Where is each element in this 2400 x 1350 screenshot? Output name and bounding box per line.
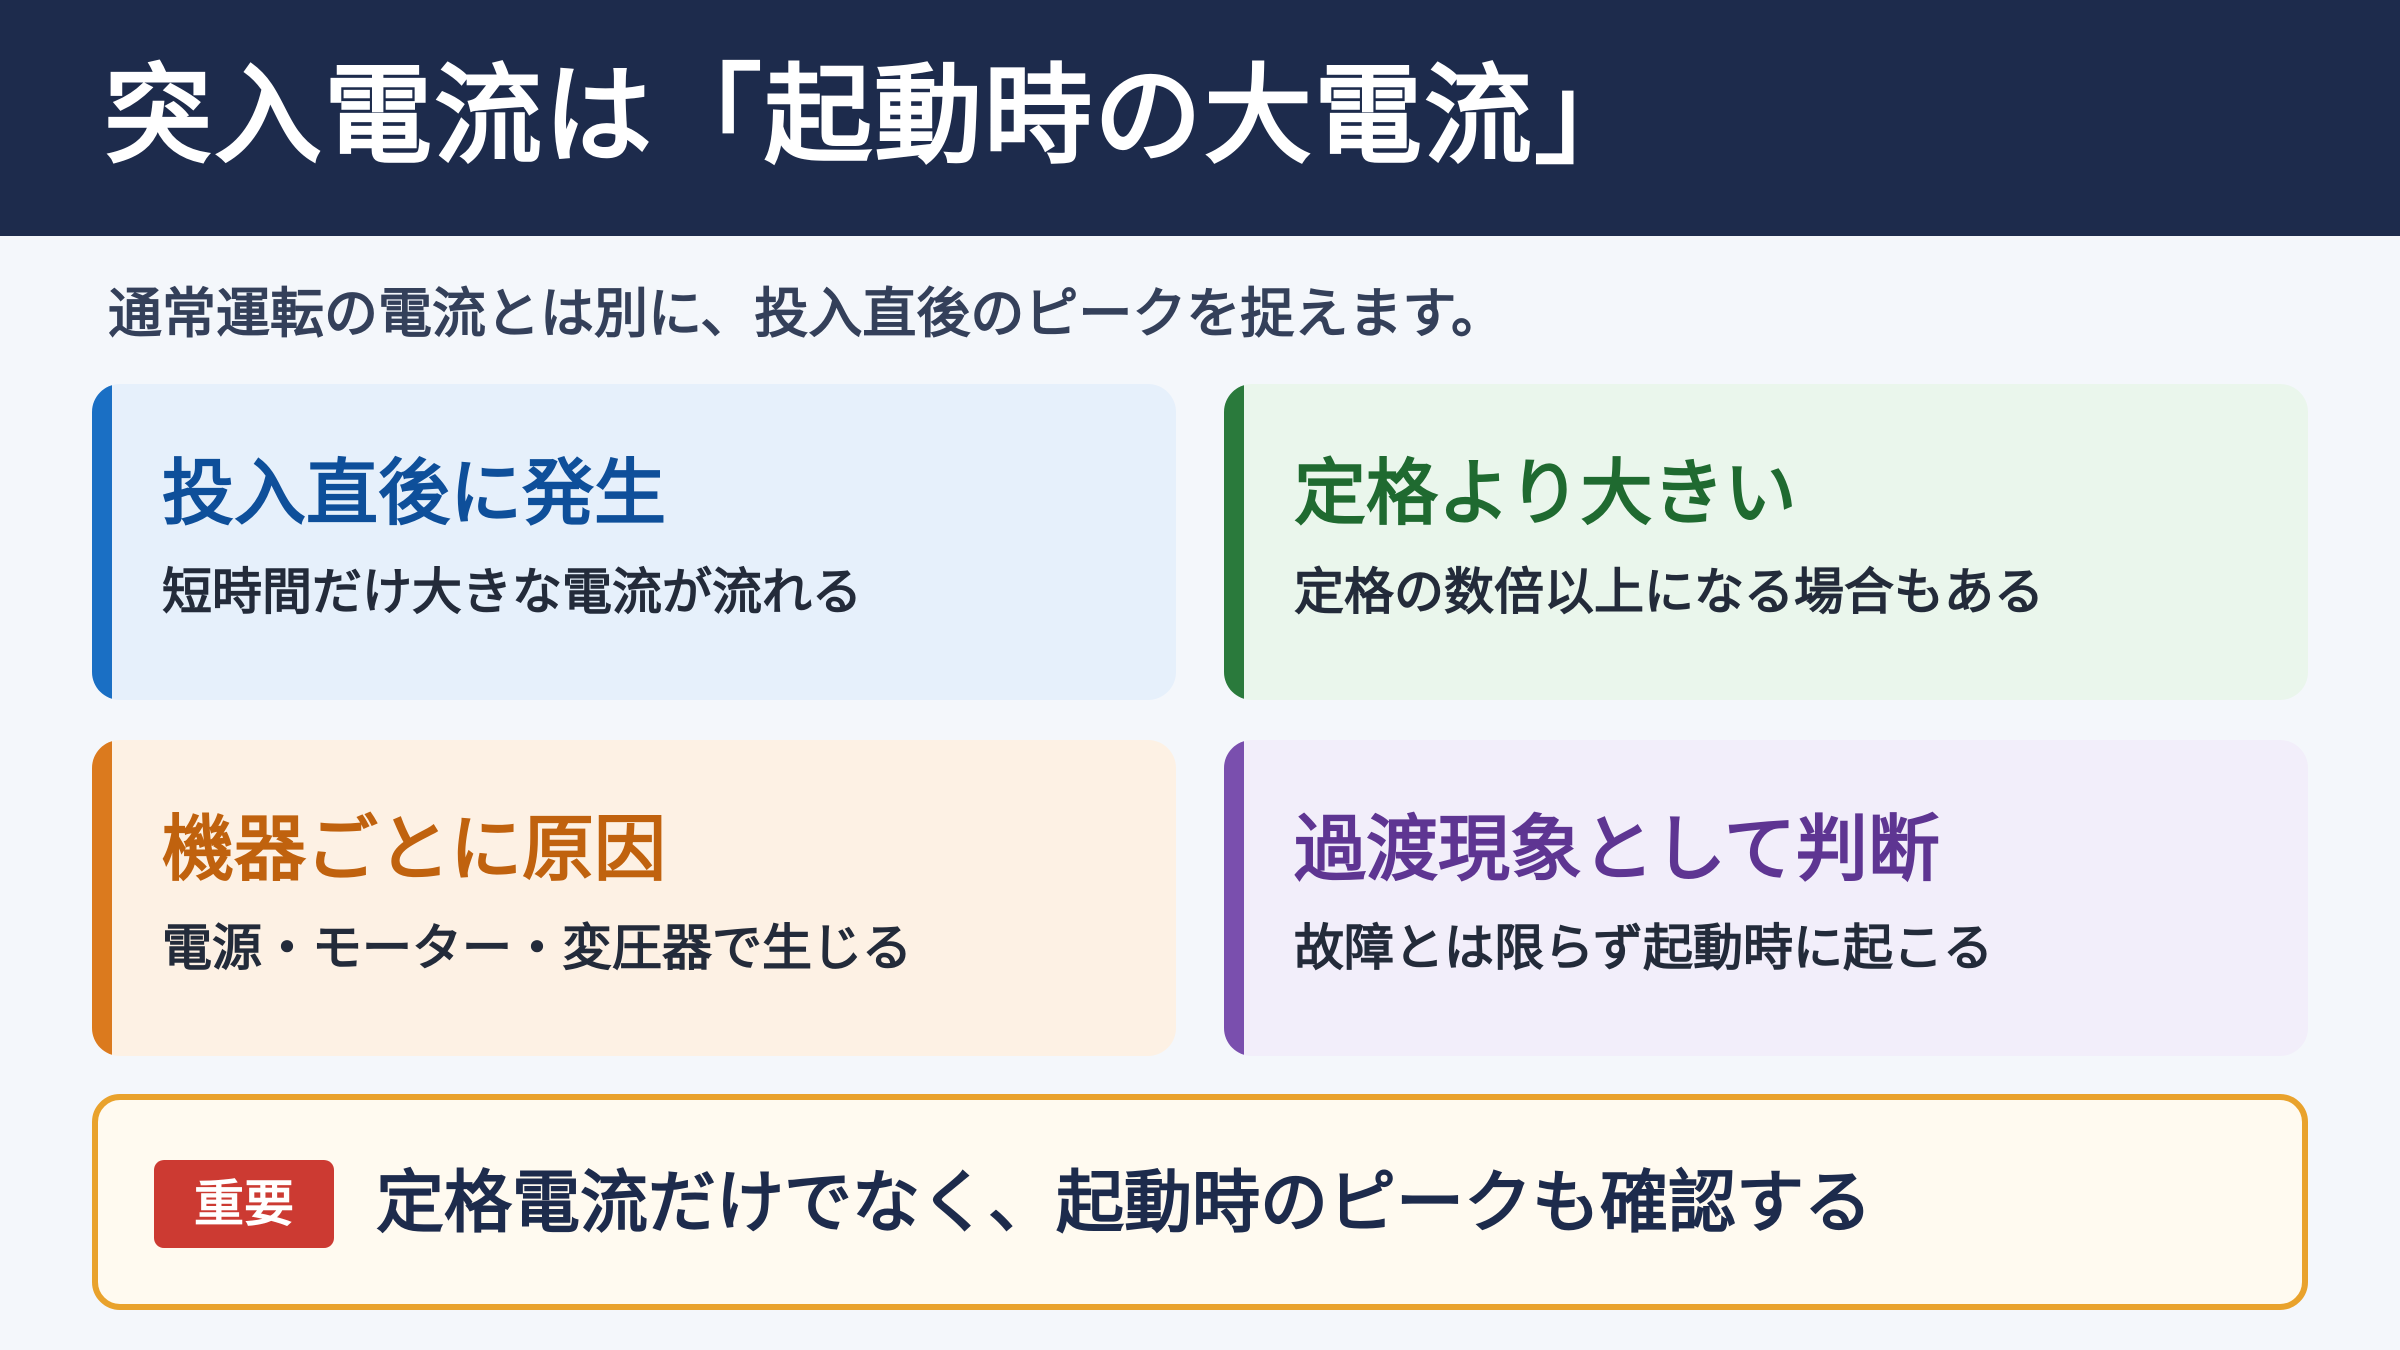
- card-text: 電源・モーター・変圧器で生じる: [162, 919, 912, 977]
- card-transient-judgment: 過渡現象として判断 故障とは限らず起動時に起こる: [1224, 740, 2308, 1056]
- card-text: 定格の数倍以上になる場合もある: [1294, 563, 2044, 621]
- card-inrush-timing: 投入直後に発生 短時間だけ大きな電流が流れる: [92, 384, 1176, 700]
- card-text: 短時間だけ大きな電流が流れる: [162, 563, 862, 621]
- page-subtitle: 通常運転の電流とは別に、投入直後のピークを捉えます。: [108, 282, 1505, 345]
- card-title: 投入直後に発生: [162, 451, 667, 535]
- card-accent-bar: [1224, 384, 1244, 700]
- card-title: 過渡現象として判断: [1294, 807, 1940, 891]
- page-title: 突入電流は「起動時の大電流」: [104, 54, 1645, 179]
- card-above-rating: 定格より大きい 定格の数倍以上になる場合もある: [1224, 384, 2308, 700]
- important-badge: 重要: [154, 1160, 334, 1248]
- card-text: 故障とは限らず起動時に起こる: [1294, 919, 1993, 977]
- card-accent-bar: [92, 384, 112, 700]
- notice-text: 定格電流だけでなく、起動時のピークも確認する: [376, 1164, 1873, 1243]
- header-banner: 突入電流は「起動時の大電流」: [0, 0, 2400, 236]
- card-title: 定格より大きい: [1294, 451, 1797, 535]
- card-device-causes: 機器ごとに原因 電源・モーター・変圧器で生じる: [92, 740, 1176, 1056]
- card-accent-bar: [1224, 740, 1244, 1056]
- card-accent-bar: [92, 740, 112, 1056]
- card-title: 機器ごとに原因: [162, 807, 667, 891]
- important-notice: 重要 定格電流だけでなく、起動時のピークも確認する: [92, 1094, 2308, 1310]
